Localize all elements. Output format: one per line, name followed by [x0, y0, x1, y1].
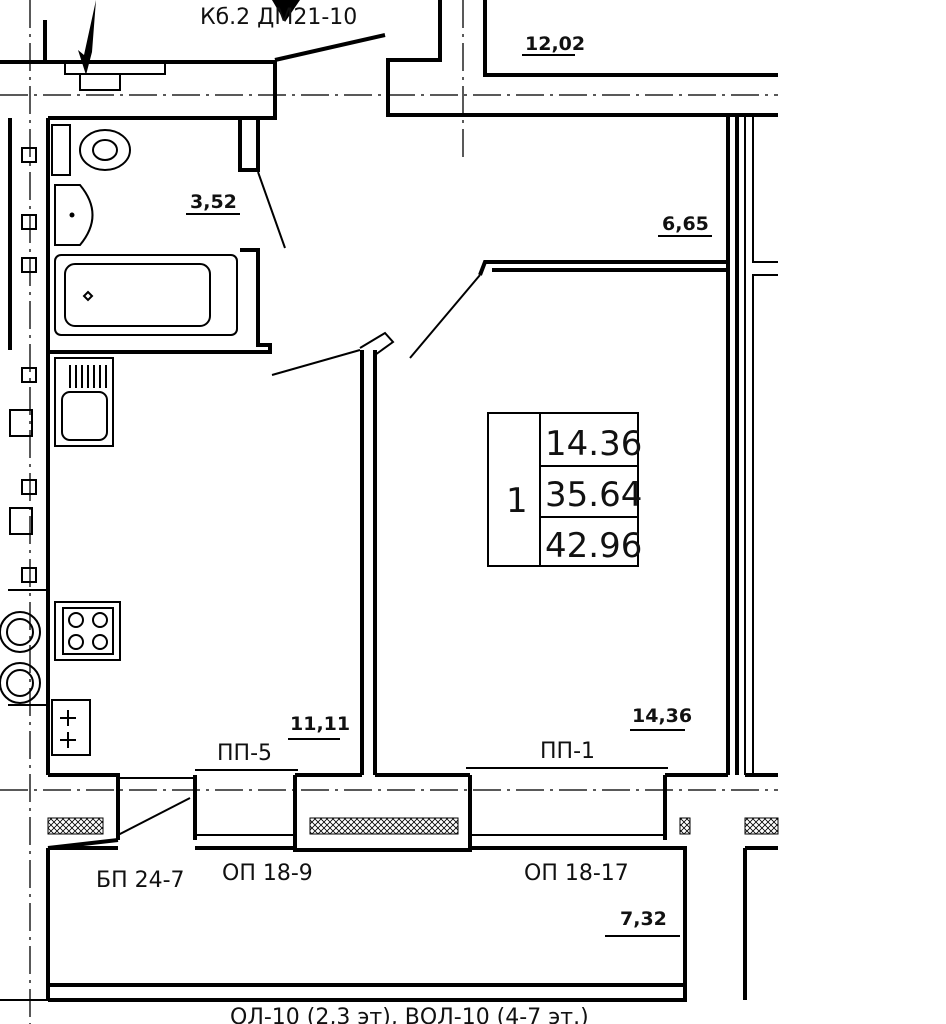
top-label: Кб.2 ДМ21-10: [200, 5, 357, 30]
neighbor-area: 12,02: [525, 33, 585, 55]
opening-room-label: ОП 18-17: [524, 861, 629, 886]
arrow-icon: [78, 0, 96, 75]
balcony-door-label: БП 24-7: [96, 868, 185, 893]
section-marker-icon: [272, 0, 300, 22]
sink-icon: [54, 184, 94, 246]
toilet-icon: [51, 124, 131, 176]
living-area: 14,36: [632, 705, 692, 727]
kitchen-area: 11,11: [290, 713, 350, 735]
opening-kitchen-label: ОП 18-9: [222, 861, 313, 886]
walls: [0, 0, 779, 1002]
bathroom-area: 3,52: [190, 191, 237, 213]
hall-area: 6,65: [662, 213, 709, 235]
window-room-label: ПП-1: [540, 739, 595, 764]
living-total: 14.36: [545, 424, 642, 464]
gas-meter-icon: [0, 611, 41, 704]
overall-total: 42.96: [545, 526, 642, 566]
window-kitchen-label: ПП-5: [217, 741, 272, 766]
fence-label: ОЛ-10 (2,3 эт), ВОЛ-10 (4-7 эт.): [230, 1005, 589, 1024]
apartment-summary-table: 1 14.36 35.64 42.96: [487, 412, 642, 567]
kitchen-sink-icon: [54, 357, 114, 447]
useful-total: 35.64: [545, 475, 642, 515]
bathtub-icon: [54, 254, 238, 336]
vent-icons: [9, 61, 166, 583]
stove-icon: [54, 601, 121, 661]
rooms-count: 1: [506, 481, 528, 521]
socket-icon: [51, 699, 91, 756]
balcony-area: 7,32: [620, 908, 667, 930]
